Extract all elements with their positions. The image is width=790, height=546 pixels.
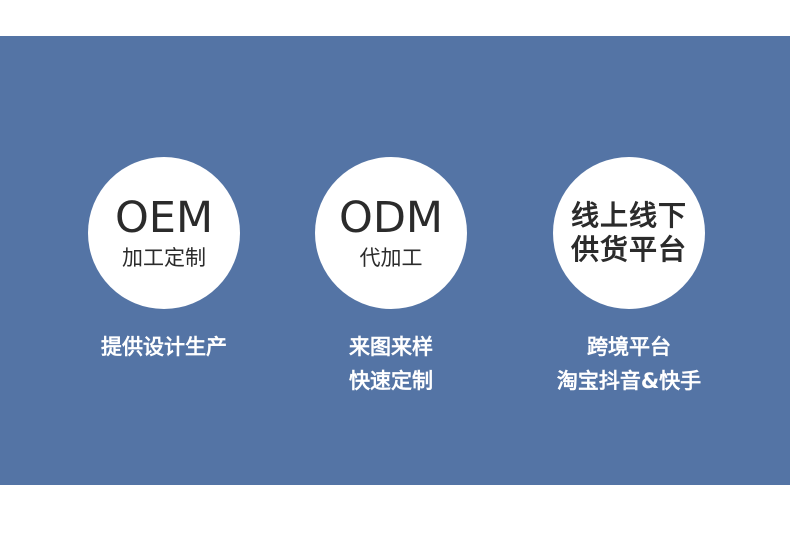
channel-caption: 跨境平台 淘宝抖音&快手 — [534, 330, 724, 398]
channel-line-1: 线上线下 — [570, 199, 687, 232]
odm-caption: 来图来样 快速定制 — [311, 330, 471, 398]
channel-caption-line-1: 跨境平台 — [587, 335, 671, 359]
odm-caption-line-2: 快速定制 — [349, 369, 433, 393]
channel-line-2: 供货平台 — [570, 233, 687, 266]
odm-subtitle: 代加工 — [359, 246, 423, 270]
services-banner: OEM 加工定制 提供设计生产 ODM 代加工 来图来样 快速定制 线上线下 供… — [0, 36, 790, 485]
oem-caption-line: 提供设计生产 — [101, 335, 227, 359]
oem-caption: 提供设计生产 — [84, 330, 244, 364]
channel-circle: 线上线下 供货平台 — [553, 157, 705, 309]
channel-caption-line-2: 淘宝抖音&快手 — [556, 369, 702, 393]
odm-caption-line-1: 来图来样 — [349, 335, 433, 359]
odm-circle: ODM 代加工 — [315, 157, 467, 309]
oem-subtitle: 加工定制 — [122, 246, 206, 270]
oem-title: OEM — [114, 193, 214, 243]
odm-title: ODM — [338, 193, 444, 243]
oem-circle: OEM 加工定制 — [88, 157, 240, 309]
